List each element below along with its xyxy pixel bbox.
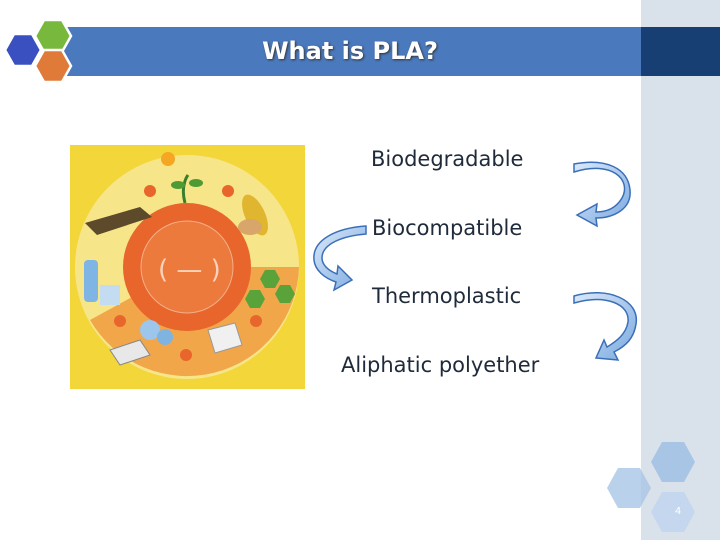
slide-title: What is PLA? bbox=[262, 37, 438, 65]
term-biodegradable: Biodegradable bbox=[371, 147, 524, 171]
logo-hexagons-icon bbox=[3, 18, 73, 84]
term-aliphatic-polyether: Aliphatic polyether bbox=[341, 353, 540, 377]
svg-text:( — ): ( — ) bbox=[158, 255, 221, 285]
page-hexagons-icon bbox=[607, 442, 695, 532]
curved-arrow-icon bbox=[573, 292, 637, 361]
curved-arrow-icon bbox=[313, 225, 367, 292]
title-bar-accent bbox=[641, 27, 720, 76]
term-biocompatible: Biocompatible bbox=[372, 216, 523, 240]
pla-lifecycle-illustration: ( — ) bbox=[70, 145, 305, 389]
page-number: 4 bbox=[674, 506, 682, 517]
title-bar bbox=[50, 27, 641, 76]
term-thermoplastic: Thermoplastic bbox=[372, 284, 522, 308]
curved-arrow-icon bbox=[573, 161, 631, 228]
